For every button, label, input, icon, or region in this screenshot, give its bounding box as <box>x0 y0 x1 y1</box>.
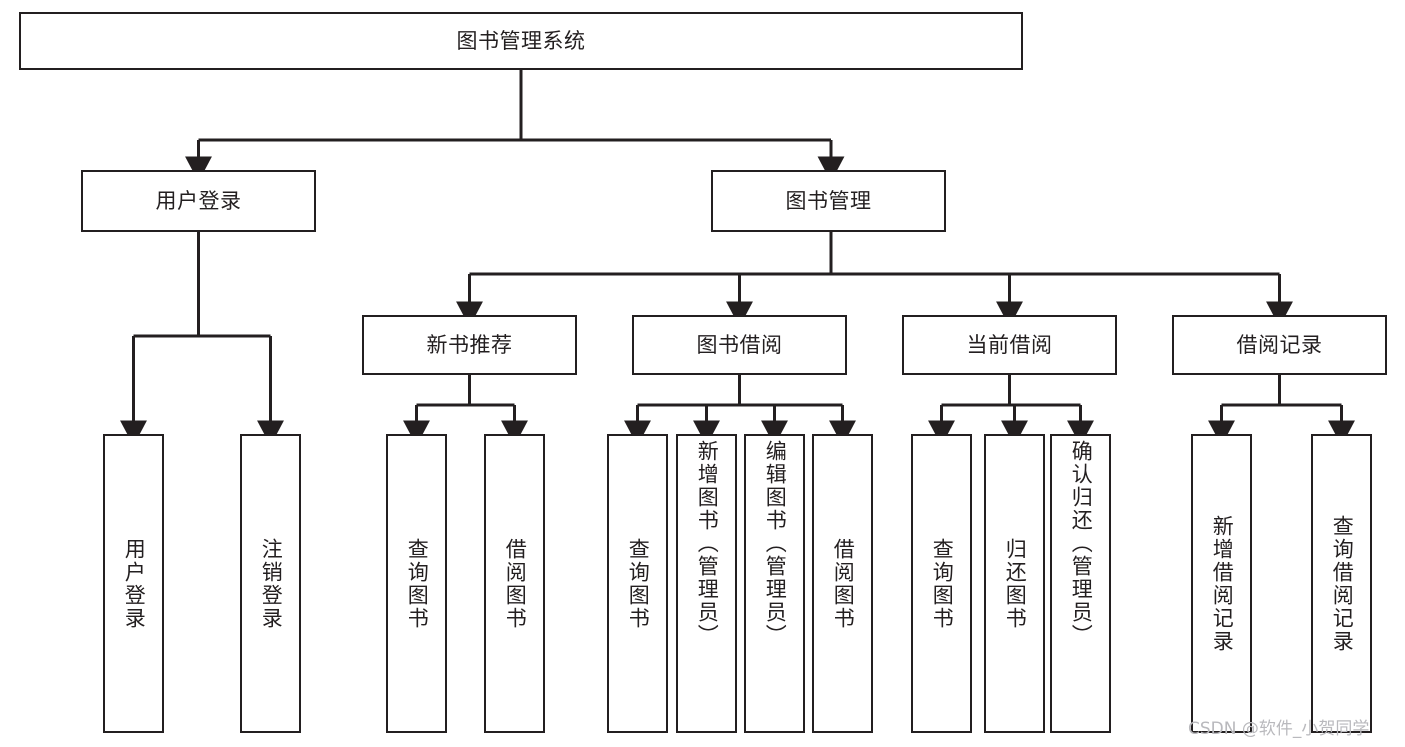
node-leaf-return-book[interactable]: 归还图书 <box>984 434 1045 733</box>
node-book-borrow[interactable]: 图书借阅 <box>632 315 847 375</box>
node-leaf-logout-label: 注销登录 <box>259 537 284 630</box>
node-book-borrow-label: 图书借阅 <box>696 332 783 357</box>
node-leaf-borrow-book-1-label: 借阅图书 <box>503 537 528 630</box>
node-leaf-add-book[interactable]: 新增图书（管理员） <box>676 434 737 733</box>
node-leaf-add-record-label: 新增借阅记录 <box>1210 514 1235 653</box>
node-new-book-recommend[interactable]: 新书推荐 <box>362 315 577 375</box>
csdn-watermark: CSDN @软件_小贺同学 <box>1188 719 1370 739</box>
node-leaf-confirm-return[interactable]: 确认归还（管理员） <box>1050 434 1111 733</box>
node-root-system-label: 图书管理系统 <box>456 28 586 53</box>
node-leaf-edit-book-label: 编辑图书（管理员） <box>763 440 788 647</box>
node-root-system[interactable]: 图书管理系统 <box>19 12 1023 70</box>
node-leaf-add-book-label: 新增图书（管理员） <box>695 440 720 647</box>
node-borrow-record-label: 借阅记录 <box>1236 332 1323 357</box>
node-leaf-borrow-book-1[interactable]: 借阅图书 <box>484 434 545 733</box>
node-leaf-query-book-2-label: 查询图书 <box>626 537 651 630</box>
node-leaf-borrow-book-2-label: 借阅图书 <box>831 537 856 630</box>
node-current-borrow[interactable]: 当前借阅 <box>902 315 1117 375</box>
node-leaf-return-book-label: 归还图书 <box>1003 537 1028 630</box>
node-leaf-confirm-return-label: 确认归还（管理员） <box>1069 440 1094 647</box>
node-leaf-user-login-label: 用户登录 <box>122 537 147 630</box>
node-book-management-label: 图书管理 <box>785 188 872 213</box>
node-user-login[interactable]: 用户登录 <box>81 170 316 232</box>
node-new-book-recommend-label: 新书推荐 <box>426 332 513 357</box>
node-book-management[interactable]: 图书管理 <box>711 170 946 232</box>
node-borrow-record[interactable]: 借阅记录 <box>1172 315 1387 375</box>
node-leaf-query-book-1-label: 查询图书 <box>405 537 430 630</box>
node-leaf-borrow-book-2[interactable]: 借阅图书 <box>812 434 873 733</box>
node-leaf-query-book-3-label: 查询图书 <box>930 537 955 630</box>
node-current-borrow-label: 当前借阅 <box>966 332 1053 357</box>
node-leaf-add-record[interactable]: 新增借阅记录 <box>1191 434 1252 733</box>
node-leaf-edit-book[interactable]: 编辑图书（管理员） <box>744 434 805 733</box>
node-user-login-label: 用户登录 <box>155 188 242 213</box>
node-leaf-query-record-label: 查询借阅记录 <box>1330 514 1355 653</box>
node-leaf-query-record[interactable]: 查询借阅记录 <box>1311 434 1372 733</box>
node-leaf-logout[interactable]: 注销登录 <box>240 434 301 733</box>
node-leaf-query-book-3[interactable]: 查询图书 <box>911 434 972 733</box>
node-leaf-query-book-2[interactable]: 查询图书 <box>607 434 668 733</box>
node-leaf-user-login[interactable]: 用户登录 <box>103 434 164 733</box>
node-leaf-query-book-1[interactable]: 查询图书 <box>386 434 447 733</box>
